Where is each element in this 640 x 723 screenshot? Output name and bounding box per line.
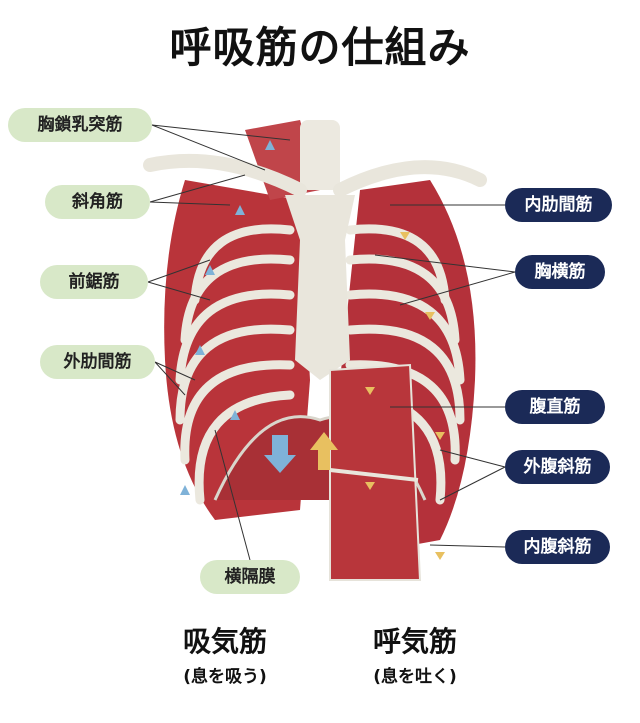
up-arrow bbox=[310, 432, 338, 470]
label-internal-intercostals: 内肋間筋 bbox=[505, 188, 612, 222]
label-external-oblique: 外腹斜筋 bbox=[505, 450, 610, 484]
expiratory-sub: (息を吐く) bbox=[373, 667, 457, 687]
inspiratory-title: 吸気筋 bbox=[182, 625, 267, 658]
expiratory-title: 呼気筋 bbox=[372, 625, 457, 658]
label-external-intercostals: 外肋間筋 bbox=[40, 345, 155, 379]
label-sternocleidomastoid: 胸鎖乳突筋 bbox=[8, 108, 152, 142]
rectus-abdominis bbox=[329, 363, 422, 581]
leader-lines bbox=[147, 124, 516, 561]
sternum bbox=[285, 195, 355, 380]
page-title: 呼吸筋の仕組み bbox=[169, 23, 471, 72]
label-diaphragm: 横隔膜 bbox=[200, 560, 300, 594]
label-internal-oblique: 内腹斜筋 bbox=[505, 530, 610, 564]
label-serratus-anterior: 前鋸筋 bbox=[40, 265, 148, 299]
small-arrows-out bbox=[365, 232, 445, 560]
inspiratory-caption: 吸気筋 (息を吸う) bbox=[145, 620, 305, 687]
label-rectus-abdominis: 腹直筋 bbox=[505, 390, 605, 424]
clavicles bbox=[143, 153, 487, 197]
diaphragm-down-arrow bbox=[264, 435, 296, 473]
inspiratory-sub: (息を吸う) bbox=[183, 667, 267, 687]
label-transversus-thoracis: 胸横筋 bbox=[515, 255, 605, 289]
small-arrows-in bbox=[180, 140, 275, 495]
expiratory-caption: 呼気筋 (息を吐く) bbox=[335, 620, 495, 687]
label-scalenes: 斜角筋 bbox=[45, 185, 150, 219]
cervical-spine bbox=[300, 120, 340, 190]
